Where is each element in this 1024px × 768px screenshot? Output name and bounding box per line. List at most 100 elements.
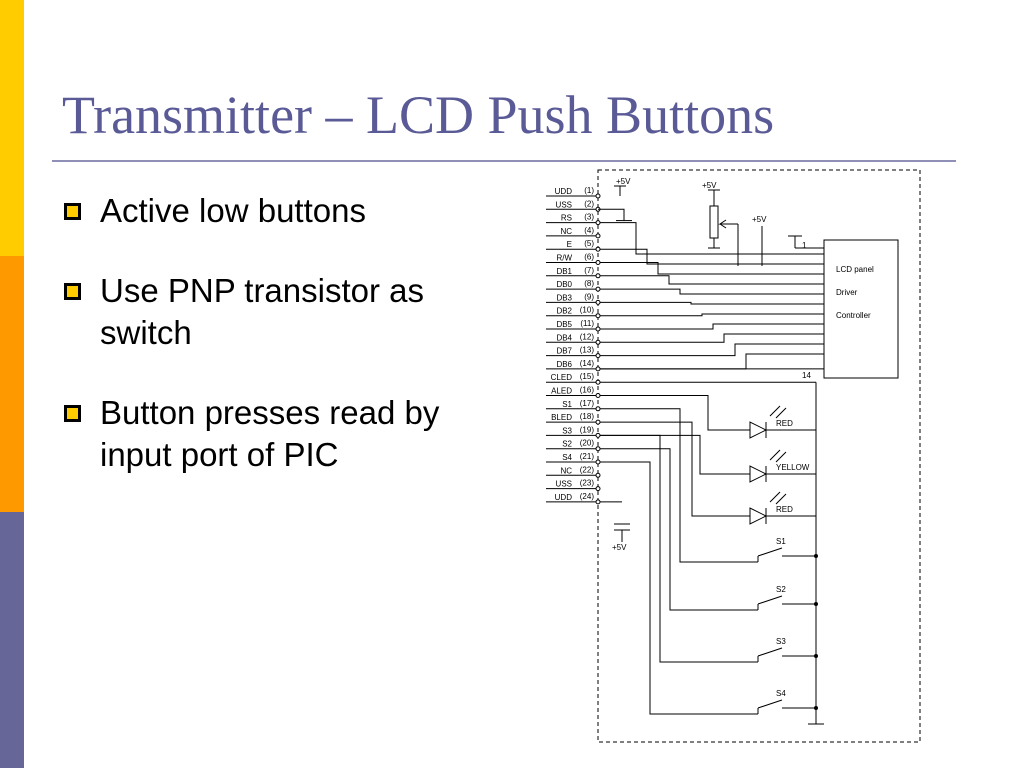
- bullet-item: Button presses read by input port of PIC: [62, 392, 512, 476]
- led-diode-icon: [749, 421, 768, 439]
- pin-name-label: DB0: [556, 280, 572, 289]
- led-light-rays-icon: [769, 449, 787, 463]
- pin-terminal: [595, 246, 601, 252]
- led-diode-icon: [749, 507, 768, 525]
- wire: [600, 448, 758, 611]
- switch-label: S2: [776, 585, 786, 594]
- bullet-text: Active low buttons: [100, 192, 366, 229]
- pin-terminal: [595, 499, 601, 505]
- pin-number-label: (19): [580, 425, 595, 434]
- pin-name-label: S2: [562, 440, 572, 449]
- pin-name-label: NC: [560, 466, 572, 475]
- pin-number-label: (13): [580, 346, 595, 355]
- bus-line: [600, 275, 824, 285]
- pin-terminal: [595, 193, 601, 199]
- pin-name-label: R/W: [556, 254, 572, 263]
- pin-number-label: (17): [580, 399, 595, 408]
- pin-number-label: (2): [584, 199, 594, 208]
- pin-terminal: [595, 353, 601, 359]
- pin-terminal: [595, 472, 601, 478]
- pin-terminal: [595, 379, 601, 385]
- led-diode-icon: [749, 465, 768, 483]
- lcd-pin-label: 14: [802, 371, 811, 380]
- pin-name-label: USS: [556, 480, 572, 489]
- led-color-label: YELLOW: [776, 463, 810, 472]
- pin-terminal: [595, 339, 601, 345]
- pin-name-label: DB2: [556, 307, 572, 316]
- pin-name-label: DB5: [556, 320, 572, 329]
- pin-terminal: [595, 393, 601, 398]
- supply-label: +5V: [616, 177, 631, 186]
- bus-line: [600, 262, 824, 275]
- pin-terminal: [595, 220, 601, 226]
- switch-label: S4: [776, 689, 786, 698]
- bus-line: [600, 248, 824, 265]
- bus-line: [600, 301, 824, 305]
- junction-dot: [814, 706, 818, 710]
- junction-dot: [814, 602, 818, 606]
- pin-terminal: [595, 419, 601, 425]
- supply-label: +5V: [752, 215, 767, 224]
- pin-name-label: BLED: [551, 413, 572, 422]
- lcd-block-label: Driver: [836, 288, 858, 297]
- bullet-text: Button presses read by input port of PIC: [100, 394, 440, 473]
- pin-number-label: (7): [584, 266, 594, 275]
- pin-number-label: (4): [584, 226, 594, 235]
- pin-name-label: CLED: [551, 373, 573, 382]
- potentiometer-wiper-arrow: [718, 219, 738, 229]
- pin-name-label: USS: [556, 200, 572, 209]
- bus-line: [600, 323, 824, 330]
- pin-terminal: [595, 406, 601, 412]
- bus-line: [600, 313, 824, 317]
- pin-terminal: [595, 326, 601, 332]
- lcd-push-button-schematic: UDD(1)USS(2)RS(3)NC(4)E(5)R/W(6)DB1(7)DB…: [546, 169, 921, 743]
- bullet-text: Use PNP transistor as switch: [100, 272, 425, 351]
- pin-number-label: (16): [580, 386, 595, 395]
- pin-name-label: S4: [562, 453, 572, 462]
- bus-line: [600, 222, 824, 255]
- junction-dot: [814, 654, 818, 658]
- pin-number-label: (12): [580, 332, 595, 341]
- pin-number-label: (21): [580, 452, 595, 461]
- switch-lever-icon: [757, 547, 783, 557]
- pin-terminal: [595, 299, 601, 305]
- pin-name-label: S1: [562, 400, 572, 409]
- wire: [600, 434, 758, 663]
- supply-label: +5V: [612, 543, 627, 552]
- pin-number-label: (9): [584, 292, 594, 301]
- pin-number-label: (10): [580, 306, 595, 315]
- pin-name-label: DB4: [556, 333, 572, 342]
- lcd-block-label: LCD panel: [836, 265, 874, 274]
- slide-title: Transmitter – LCD Push Buttons: [62, 85, 775, 145]
- square-bullet-icon: [64, 405, 81, 422]
- supply-label: +5V: [702, 181, 717, 190]
- switch-lever-icon: [757, 699, 783, 709]
- bus-line: [600, 333, 824, 343]
- wire: [598, 208, 625, 221]
- pin-name-label: DB1: [556, 267, 572, 276]
- pin-terminal: [595, 446, 601, 452]
- pin-terminal: [595, 459, 601, 465]
- bus-line: [600, 288, 824, 295]
- wire: [600, 421, 750, 517]
- led-color-label: RED: [776, 505, 793, 514]
- pin-number-label: (3): [584, 213, 594, 222]
- pin-terminal: [595, 313, 601, 319]
- pin-number-label: (11): [580, 319, 594, 328]
- pin-name-label: DB7: [556, 347, 572, 356]
- wire: [600, 434, 750, 475]
- pin-terminal: [595, 273, 601, 279]
- potentiometer: [709, 205, 719, 239]
- pin-number-label: (14): [580, 359, 595, 368]
- led-color-label: RED: [776, 419, 793, 428]
- switch-label: S3: [776, 637, 786, 646]
- pin-name-label: NC: [560, 227, 572, 236]
- pin-name-label: UDD: [555, 493, 573, 502]
- pin-name-label: E: [567, 240, 572, 249]
- lcd-controller-block: [823, 239, 899, 379]
- square-bullet-icon: [64, 203, 81, 220]
- pin-name-label: ALED: [551, 387, 572, 396]
- bullet-item: Active low buttons: [62, 190, 512, 232]
- pin-number-label: (1): [584, 186, 594, 195]
- side-band-orange: [0, 256, 24, 512]
